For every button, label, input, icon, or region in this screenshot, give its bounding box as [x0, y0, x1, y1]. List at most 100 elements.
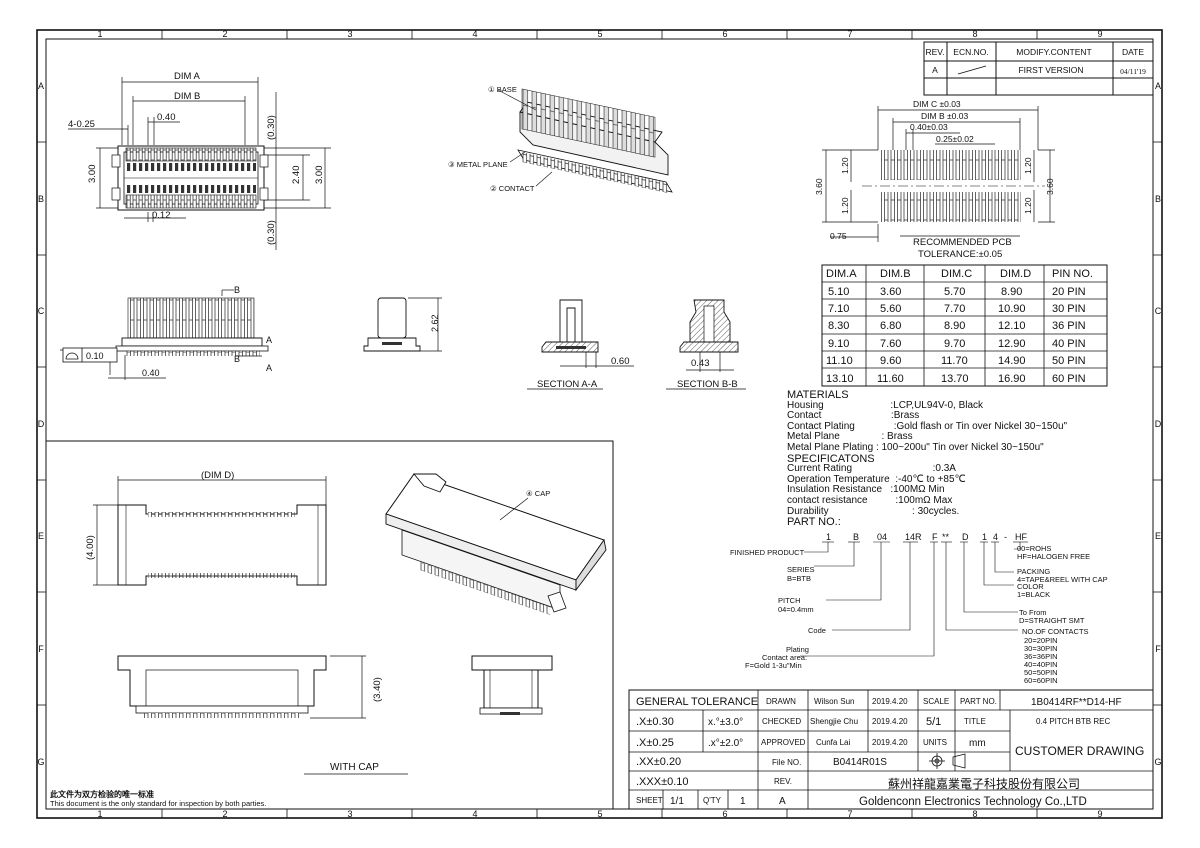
svg-text:7.60: 7.60: [880, 338, 901, 350]
svg-text:2019.4.20: 2019.4.20: [872, 738, 908, 747]
svg-text:3: 3: [347, 29, 352, 39]
svg-text:2: 2: [222, 29, 227, 39]
pcb-r2: 1.20: [1023, 197, 1033, 214]
svg-text:0.4 PITCH BTB REC: 0.4 PITCH BTB REC: [1036, 717, 1110, 726]
cap-callout: ④ CAP: [526, 489, 550, 498]
side-pitch: 0.40: [142, 368, 160, 378]
svg-text:-: -: [1004, 532, 1007, 542]
pcb-dim-b: DIM B ±0.03: [921, 111, 968, 121]
svg-text:50 PIN: 50 PIN: [1052, 355, 1086, 367]
svg-text:G: G: [1154, 757, 1161, 767]
svg-text:F: F: [1155, 644, 1161, 654]
svg-text:11.60: 11.60: [877, 373, 904, 385]
pitch-label: 0.40: [157, 112, 176, 123]
svg-text:9: 9: [1097, 809, 1102, 819]
svg-text:20 PIN: 20 PIN: [1052, 286, 1086, 298]
svg-text:5: 5: [597, 29, 602, 39]
ref-bottom-label: (0.30): [266, 220, 277, 245]
dim-a-label: DIM A: [174, 71, 201, 82]
company-en: Goldenconn Electronics Technology Co.,LT…: [859, 796, 1087, 808]
finished-product: FINISHED PRODUCT: [730, 548, 805, 557]
section-a-a: 0.60 SECTION A-A: [527, 299, 634, 390]
svg-text:4: 4: [472, 809, 477, 819]
svg-text:Cunfa Lai: Cunfa Lai: [816, 738, 850, 747]
svg-text:3: 3: [347, 809, 352, 819]
svg-text:**: **: [942, 532, 950, 542]
side-b-bottom: B: [234, 354, 240, 364]
svg-text:1/1: 1/1: [670, 796, 684, 807]
svg-text:NO.OF CONTACTS: NO.OF CONTACTS: [1022, 627, 1089, 636]
side-a-top: A: [266, 335, 272, 345]
svg-text:A: A: [1155, 81, 1161, 91]
svg-text:04: 04: [877, 532, 887, 542]
svg-text:8: 8: [972, 809, 977, 819]
svg-text:CHECKED: CHECKED: [762, 717, 801, 726]
svg-text:mm: mm: [969, 738, 986, 749]
pcb-edge: 0.75: [830, 231, 847, 241]
svg-text:Wilson Sun: Wilson Sun: [814, 697, 854, 706]
svg-text:5/1: 5/1: [926, 716, 941, 728]
svg-text:此文件为双方检验的唯一标准: 此文件为双方检验的唯一标准: [50, 789, 154, 799]
svg-text:20=20PIN: 20=20PIN: [1024, 636, 1058, 645]
svg-text:E: E: [38, 531, 44, 541]
pcb-total-right: 3.60: [1045, 178, 1055, 195]
svg-text:To From: To From: [1019, 608, 1047, 617]
part-no-heading: PART NO.:: [787, 516, 841, 529]
svg-text:B=BTB: B=BTB: [787, 574, 811, 583]
contact-callout: ② CONTACT: [490, 184, 535, 193]
svg-text:SHEET: SHEET: [636, 796, 663, 805]
svg-text:60 PIN: 60 PIN: [1052, 373, 1086, 385]
svg-text:12.10: 12.10: [998, 320, 1026, 332]
cap-height: (3.40): [372, 677, 383, 702]
pcb-pitch: 0.40±0.03: [910, 122, 948, 132]
svg-text:Contact area:: Contact area:: [762, 653, 807, 662]
svg-text:36=36PIN: 36=36PIN: [1024, 652, 1058, 661]
svg-text:D: D: [1155, 419, 1162, 429]
cap-width: (4.00): [85, 535, 96, 560]
svg-text:9.10: 9.10: [828, 338, 849, 350]
th-dim-d: DIM.D: [1000, 268, 1031, 280]
svg-text:D: D: [38, 419, 45, 429]
inner-label: 2.40: [291, 166, 302, 185]
metal-plane-callout: ③ METAL PLANE: [448, 160, 508, 169]
svg-text:11.70: 11.70: [941, 355, 968, 367]
svg-text:A: A: [38, 81, 44, 91]
pcb-total: 3.60: [814, 178, 824, 195]
svg-text:4: 4: [472, 29, 477, 39]
height-right-label: 3.00: [314, 166, 325, 185]
pcb-dim-c: DIM C ±0.03: [913, 99, 961, 109]
customer-drawing: CUSTOMER DRAWING: [1015, 744, 1144, 758]
side-view: B A A B 0.10 0.40: [60, 285, 272, 380]
svg-text:50=50PIN: 50=50PIN: [1024, 668, 1058, 677]
svg-text:PART NO.: PART NO.: [960, 697, 997, 706]
svg-text:REV.: REV.: [774, 777, 792, 786]
svg-text:5.10: 5.10: [828, 286, 849, 298]
svg-text:5.60: 5.60: [880, 303, 901, 315]
svg-text:F: F: [932, 532, 938, 542]
svg-text:.X±0.25: .X±0.25: [636, 737, 674, 749]
svg-text:30=30PIN: 30=30PIN: [1024, 644, 1058, 653]
svg-text:14.90: 14.90: [998, 355, 1026, 367]
th-dim-c: DIM.C: [941, 268, 972, 280]
svg-text:6: 6: [722, 809, 727, 819]
svg-text:4: 4: [993, 532, 998, 542]
svg-text:E: E: [1155, 531, 1161, 541]
svg-text:F: F: [38, 644, 44, 654]
section-bb-dim: 0.43: [691, 358, 710, 369]
svg-text:B: B: [1155, 194, 1161, 204]
pcb-h1: 1.20: [840, 157, 850, 174]
svg-text:.XXX±0.10: .XXX±0.10: [636, 776, 689, 788]
pcb-layout: DIM C ±0.03 DIM B ±0.03 0.40±0.03 0.25±0…: [814, 99, 1055, 260]
flatness-value: 0.10: [86, 351, 104, 361]
svg-text:30 PIN: 30 PIN: [1052, 303, 1086, 315]
svg-text:40=40PIN: 40=40PIN: [1024, 660, 1058, 669]
svg-text:C: C: [38, 306, 45, 316]
pcb-r1: 1.20: [1023, 157, 1033, 174]
svg-text:Shengjie Chu: Shengjie Chu: [810, 717, 858, 726]
revision-block: REV. ECN.NO. MODIFY.CONTENT DATE A FIRST…: [923, 41, 1154, 96]
svg-text:3.60: 3.60: [880, 286, 901, 298]
svg-text:APPROVED: APPROVED: [761, 738, 806, 747]
section-aa-dim: 0.60: [611, 356, 630, 367]
